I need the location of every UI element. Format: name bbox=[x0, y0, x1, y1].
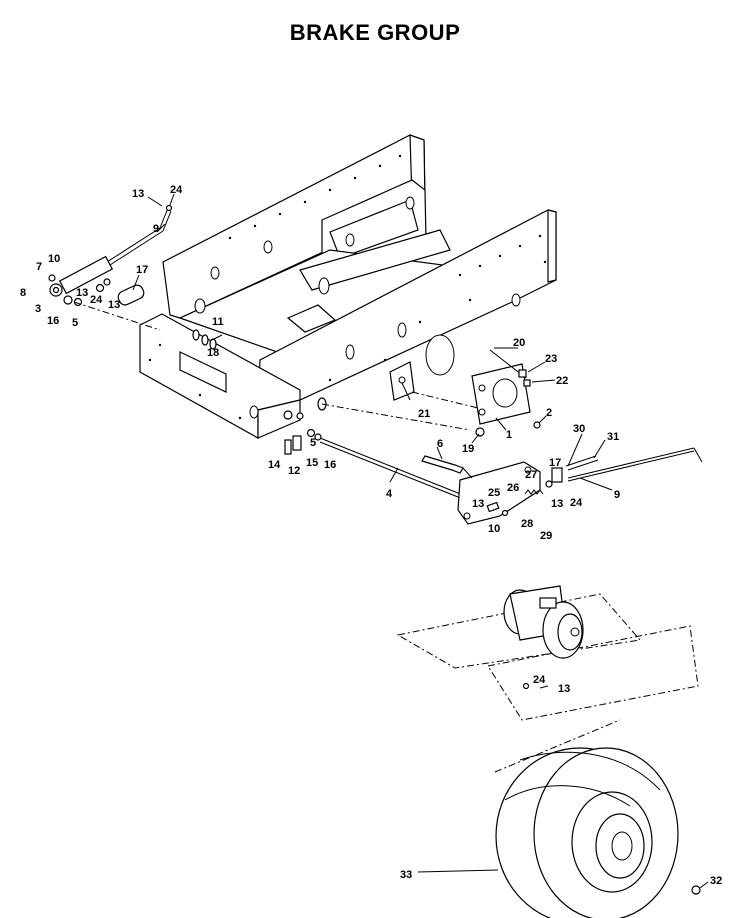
callout-13-d: 13 bbox=[472, 498, 484, 510]
callout-5-a: 5 bbox=[72, 317, 78, 329]
callout-14: 14 bbox=[268, 459, 281, 471]
callout-6: 6 bbox=[437, 438, 443, 450]
callout-29: 29 bbox=[540, 530, 552, 542]
callout-26: 26 bbox=[507, 482, 519, 494]
wheel-tire bbox=[494, 719, 701, 918]
callout-13-a: 13 bbox=[132, 188, 144, 200]
callout-10-a: 10 bbox=[48, 253, 60, 265]
callout-24-c: 24 bbox=[570, 497, 583, 509]
callout-21: 21 bbox=[418, 408, 430, 420]
bracket-parts bbox=[321, 349, 541, 437]
front-linkage bbox=[48, 204, 217, 350]
callout-24-b: 24 bbox=[90, 294, 103, 306]
callout-28: 28 bbox=[521, 518, 533, 530]
callout-31: 31 bbox=[607, 431, 619, 443]
callout-4: 4 bbox=[386, 488, 393, 500]
callout-22: 22 bbox=[556, 375, 568, 387]
callout-9-a: 9 bbox=[153, 223, 159, 235]
callout-33: 33 bbox=[400, 869, 412, 881]
callout-25: 25 bbox=[488, 487, 500, 499]
callout-30: 30 bbox=[573, 423, 585, 435]
callout-3: 3 bbox=[35, 303, 41, 315]
callout-11: 11 bbox=[212, 316, 224, 328]
callout-5-b: 5 bbox=[310, 437, 316, 449]
callout-12: 12 bbox=[288, 465, 300, 477]
brake-rod-assembly bbox=[283, 397, 703, 525]
callout-9-b: 9 bbox=[614, 489, 620, 501]
leader-lines bbox=[132, 193, 709, 889]
callout-17-a: 17 bbox=[136, 264, 148, 276]
callout-13-c: 13 bbox=[108, 299, 120, 311]
callout-16-b: 16 bbox=[324, 459, 336, 471]
callout-15: 15 bbox=[306, 457, 318, 469]
callout-13-e: 13 bbox=[551, 498, 563, 510]
callout-27: 27 bbox=[525, 469, 537, 481]
callout-1: 1 bbox=[506, 429, 512, 441]
callout-17-b: 17 bbox=[549, 457, 561, 469]
callout-labels: 13 24 9 10 17 7 8 13 24 13 3 16 5 11 18 … bbox=[20, 184, 722, 887]
callout-2: 2 bbox=[546, 407, 552, 419]
callout-8: 8 bbox=[20, 287, 26, 299]
callout-19: 19 bbox=[462, 443, 474, 455]
page-title: BRAKE GROUP bbox=[289, 20, 461, 45]
callout-23: 23 bbox=[545, 353, 557, 365]
frame-assembly bbox=[139, 134, 557, 440]
wheel-motor bbox=[396, 585, 699, 721]
callout-24-d: 24 bbox=[533, 674, 546, 686]
callout-20: 20 bbox=[513, 337, 525, 349]
callout-13-b: 13 bbox=[76, 287, 88, 299]
callout-16-a: 16 bbox=[47, 315, 59, 327]
callout-24-a: 24 bbox=[170, 184, 183, 196]
callout-7: 7 bbox=[36, 261, 42, 273]
callout-10-b: 10 bbox=[488, 523, 500, 535]
callout-32: 32 bbox=[710, 875, 722, 887]
callout-18: 18 bbox=[207, 347, 219, 359]
callout-13-f: 13 bbox=[558, 683, 570, 695]
